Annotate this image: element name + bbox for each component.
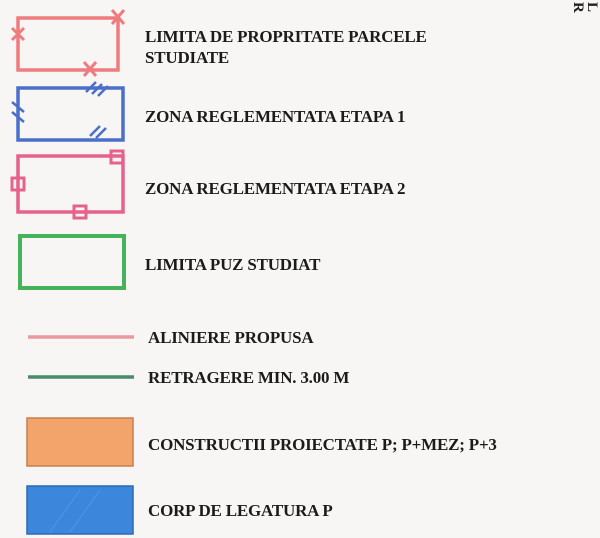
zone-stage1-symbol bbox=[11, 81, 125, 142]
legend-item-corp-legatura: CORP DE LEGATURA P bbox=[0, 480, 600, 538]
puz-limit-symbol bbox=[18, 234, 126, 290]
legend-item-zona-etapa1: ZONA REGLEMENTATA ETAPA 1 bbox=[0, 78, 600, 146]
legend-label-zona-etapa1: ZONA REGLEMENTATA ETAPA 1 bbox=[145, 107, 406, 126]
legend-item-constructii: CONSTRUCTII PROIECTATE P; P+MEZ; P+3 bbox=[0, 412, 600, 472]
legend-item-limita-proprietate: LIMITA DE PROPRITATE PARCELE STUDIATE bbox=[0, 0, 600, 77]
legend-label-line1: LIMITA DE PROPRITATE PARCELE bbox=[145, 27, 427, 46]
legend-label-limita-puz: LIMITA PUZ STUDIAT bbox=[145, 255, 321, 274]
rotated-corner-text: R L bbox=[528, 0, 600, 30]
legend-label-aliniere: ALINIERE PROPUSA bbox=[148, 328, 314, 347]
link-body-fill-symbol bbox=[26, 485, 134, 535]
legend-item-retragere: RETRAGERE MIN. 3.00 M bbox=[0, 358, 600, 398]
zone-stage2-symbol bbox=[10, 149, 125, 220]
setback-line-symbol bbox=[28, 375, 134, 379]
legend-label-zona-etapa2: ZONA REGLEMENTATA ETAPA 2 bbox=[145, 179, 406, 198]
legend-label-limita-proprietate: LIMITA DE PROPRITATE PARCELE STUDIATE bbox=[145, 26, 427, 68]
legend-label-retragere: RETRAGERE MIN. 3.00 M bbox=[148, 368, 350, 387]
alignment-line-symbol bbox=[28, 335, 134, 339]
legend-item-aliniere: ALINIERE PROPUSA bbox=[0, 318, 600, 358]
corner-letter-2: L bbox=[584, 2, 600, 13]
property-limit-symbol bbox=[10, 9, 126, 77]
legend-label-line2: STUDIATE bbox=[145, 48, 230, 67]
legend-item-limita-puz: LIMITA PUZ STUDIAT bbox=[0, 228, 600, 293]
legend-label-constructii: CONSTRUCTII PROIECTATE P; P+MEZ; P+3 bbox=[148, 435, 497, 454]
legend-label-corp-legatura: CORP DE LEGATURA P bbox=[148, 501, 333, 520]
legend-item-zona-etapa2: ZONA REGLEMENTATA ETAPA 2 bbox=[0, 148, 600, 223]
buildings-fill-symbol bbox=[26, 417, 134, 467]
